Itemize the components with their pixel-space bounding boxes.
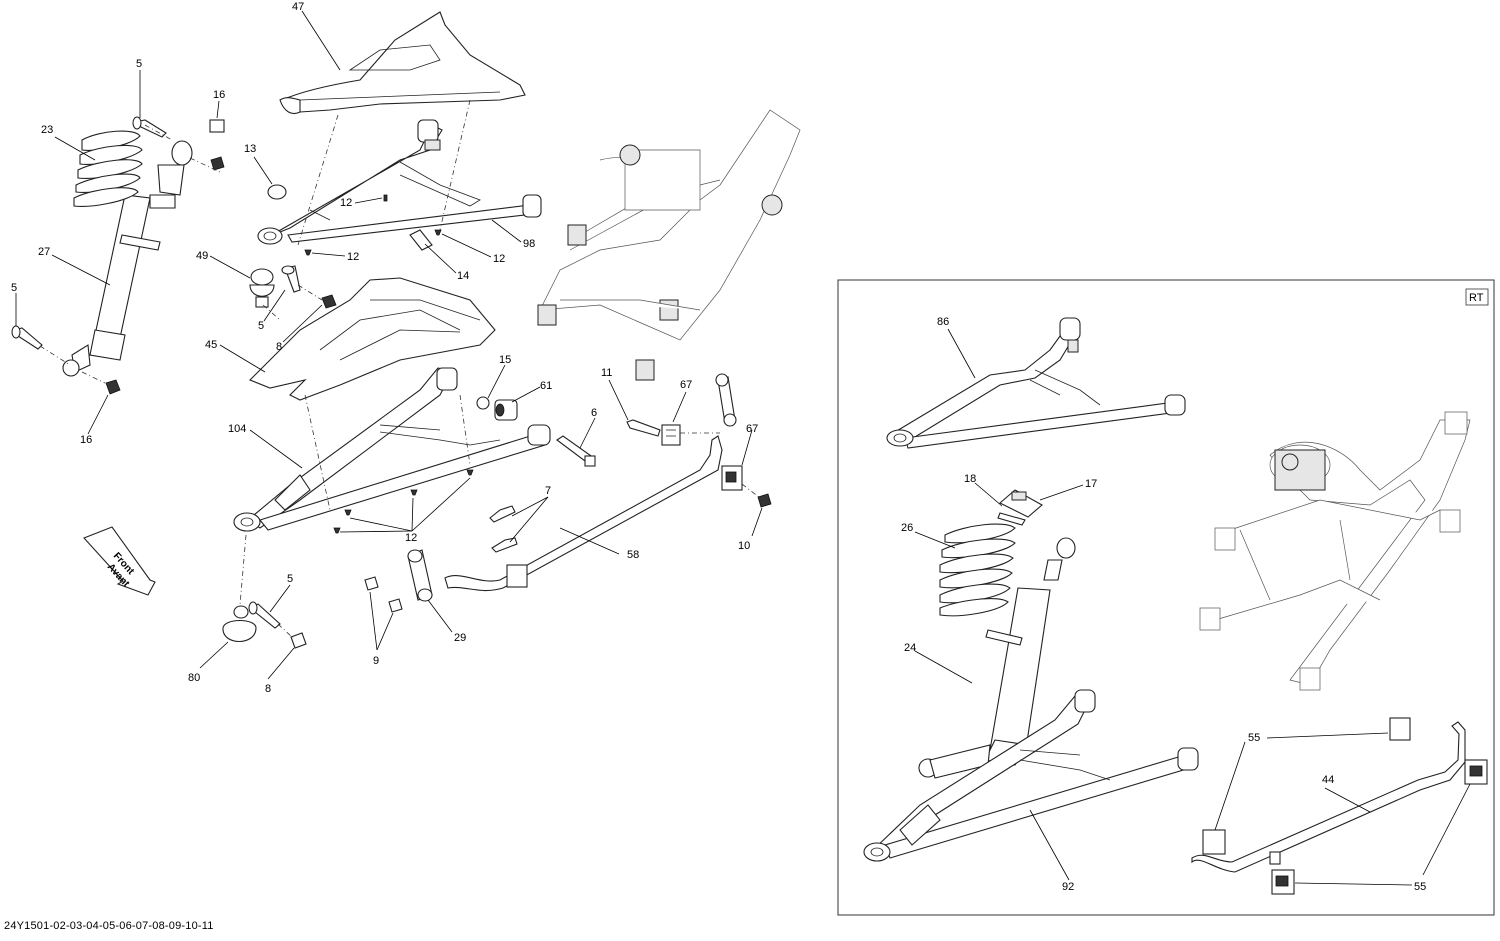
callout-45: 45 [205, 339, 217, 351]
diagram-code: 24Y1501-02-03-04-05-06-07-08-09-10-11 [4, 920, 214, 932]
callout-16: 16 [213, 89, 225, 101]
callout-9: 9 [373, 655, 379, 667]
bolt-5-left [11, 325, 43, 350]
bolt-5-lower [248, 601, 281, 629]
inset-bumper-17-18 [997, 489, 1043, 526]
callout-17: 17 [1085, 478, 1097, 490]
callout-29: 29 [454, 632, 466, 644]
callouts-main: 47 16 5 23 13 12 98 12 14 12 27 49 5 5 8… [11, 1, 758, 695]
nut-10 [757, 493, 772, 508]
inset-bushings-55 [1202, 717, 1488, 895]
callout-86: 86 [937, 316, 949, 328]
inset-spring-26 [939, 523, 1016, 617]
bushing-67-side [721, 465, 743, 491]
callout-14: 14 [457, 270, 469, 282]
sway-bar-58 [444, 435, 723, 592]
upper-arm-cover-47 [279, 11, 526, 115]
rt-inset: RT [837, 279, 1495, 916]
inset-assembled-view [1199, 411, 1471, 691]
callout-49: 49 [196, 250, 208, 262]
inset-lower-a-arm-92 [863, 689, 1199, 862]
rt-tag: RT [1469, 292, 1484, 304]
inset-shock-24 [918, 537, 1076, 779]
ball-joint-80 [222, 605, 257, 642]
link-29 [407, 549, 433, 602]
nut-16-bottom [105, 379, 121, 395]
nut-8-mid [321, 294, 337, 309]
upper-a-arm [257, 119, 542, 245]
coil-spring-23 [73, 130, 143, 207]
callout-58: 58 [627, 549, 639, 561]
callout-44: 44 [1322, 774, 1334, 786]
callout-67: 67 [680, 379, 692, 391]
callout-104: 104 [228, 423, 246, 435]
callout-27: 27 [38, 246, 50, 258]
ball-joint-49 [249, 268, 275, 308]
callout-7: 7 [545, 485, 551, 497]
callout-12: 12 [405, 532, 417, 544]
callout-47: 47 [292, 1, 304, 13]
callout-12: 12 [493, 253, 505, 265]
callout-24: 24 [904, 642, 916, 654]
callout-26: 26 [901, 522, 913, 534]
sway-bar-link [715, 373, 737, 427]
callout-8: 8 [265, 683, 271, 695]
inset-upper-a-arm-86 [886, 317, 1186, 449]
callout-16: 16 [80, 434, 92, 446]
callout-10: 10 [738, 540, 750, 552]
callout-11: 11 [601, 367, 612, 379]
bushing-67-top [661, 424, 681, 446]
callout-13: 13 [244, 143, 256, 155]
washer-15 [476, 396, 490, 410]
callout-12: 12 [347, 251, 359, 263]
circlip-13 [267, 184, 287, 200]
bolt-11 [626, 419, 661, 437]
nut-16-top [209, 119, 225, 171]
callout-5: 5 [258, 320, 264, 332]
callout-5: 5 [11, 282, 17, 294]
callout-8: 8 [276, 341, 282, 353]
nut-8-lower [290, 632, 307, 649]
callout-67: 67 [746, 423, 758, 435]
lower-arm-cover-45 [249, 277, 496, 401]
bolt-6 [556, 435, 596, 467]
callout-98: 98 [523, 238, 535, 250]
front-arrow: Front Avant [83, 526, 156, 596]
bushing-61 [494, 399, 518, 421]
bolt-5-mid [281, 265, 301, 293]
callout-12: 12 [340, 197, 352, 209]
lower-a-arm-104 [233, 367, 551, 532]
bolts-7 [489, 505, 518, 553]
callout-5: 5 [136, 58, 142, 70]
assembled-suspension-view [537, 109, 801, 381]
callout-23: 23 [41, 124, 53, 136]
inset-sway-bar-44 [1191, 721, 1466, 873]
screws-12 [304, 194, 474, 534]
callout-5: 5 [287, 573, 293, 585]
rear-shock-27 [62, 140, 193, 377]
nuts-9 [364, 576, 403, 613]
callout-18: 18 [964, 473, 976, 485]
callout-15: 15 [499, 354, 511, 366]
leader-lines [15, 10, 763, 680]
callout-55: 55 [1248, 732, 1260, 744]
callout-80: 80 [188, 672, 200, 684]
callout-92: 92 [1062, 881, 1074, 893]
callout-61: 61 [540, 380, 552, 392]
callout-55: 55 [1414, 881, 1426, 893]
callout-6: 6 [591, 407, 597, 419]
alignment-lines [39, 99, 761, 639]
rt-tag-box [1465, 288, 1489, 306]
